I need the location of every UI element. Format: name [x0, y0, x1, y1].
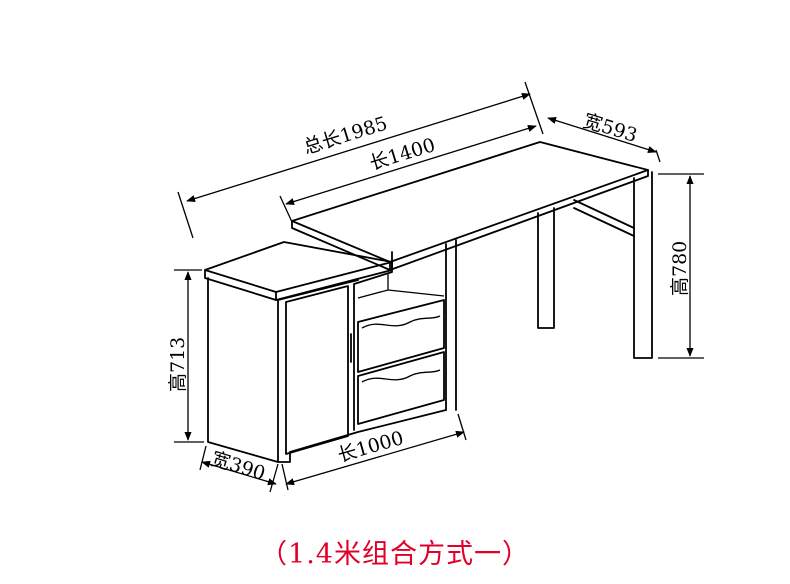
cabinet-top-front-edge: [204, 269, 277, 301]
dimensions: 总长1985 长1400 宽593 高780 高713 宽390 长1000: [167, 81, 704, 493]
upper-drawer: [357, 299, 445, 373]
cabinet-height-extension: [174, 269, 204, 443]
desk-height-label: 高780: [669, 241, 691, 296]
cabinet-top-surface: [204, 241, 393, 293]
desk-side-rail: [573, 199, 635, 237]
cabinet-height-label: 高713: [167, 337, 189, 392]
desk-length-label: 长1400: [367, 134, 438, 175]
upper-drawer-handle: [361, 315, 441, 329]
cabinet-shelf-opening: [353, 251, 393, 431]
shelf-recess: [357, 274, 445, 299]
desk-right-leg: [633, 171, 653, 359]
desk-width-extension: [655, 149, 661, 163]
total-length-extension: [177, 81, 544, 239]
desk-top-side-edge: [389, 169, 649, 271]
desk-top-front-edge: [291, 220, 391, 271]
desk-length-extension: [279, 195, 293, 223]
cabinet-left-side: [207, 277, 279, 463]
cabinet-length-label: 长1000: [335, 427, 406, 467]
cabinet-length-dimension-line: [285, 430, 465, 486]
cabinet-width-dimension-line: [201, 460, 277, 486]
lower-drawer: [357, 351, 445, 425]
desk: [291, 141, 653, 411]
cabinet: [204, 241, 447, 463]
total-length-dimension-line: [186, 92, 531, 203]
cabinet-top-right-edge: [275, 261, 393, 301]
desk-top-surface: [291, 141, 649, 263]
desk-back-leg: [537, 207, 555, 329]
desk-inner-leg: [445, 239, 457, 411]
desk-height-extension: [658, 173, 704, 359]
desk-width-dimension-line: [547, 116, 657, 154]
desk-length-dimension-line: [285, 124, 537, 206]
lower-drawer-handle: [361, 369, 441, 383]
desk-width-label: 宽593: [581, 110, 640, 147]
diagram-caption: （1.4米组合方式一）: [260, 539, 530, 570]
cabinet-width-label: 宽390: [209, 448, 268, 485]
cabinet-door: [285, 285, 349, 455]
